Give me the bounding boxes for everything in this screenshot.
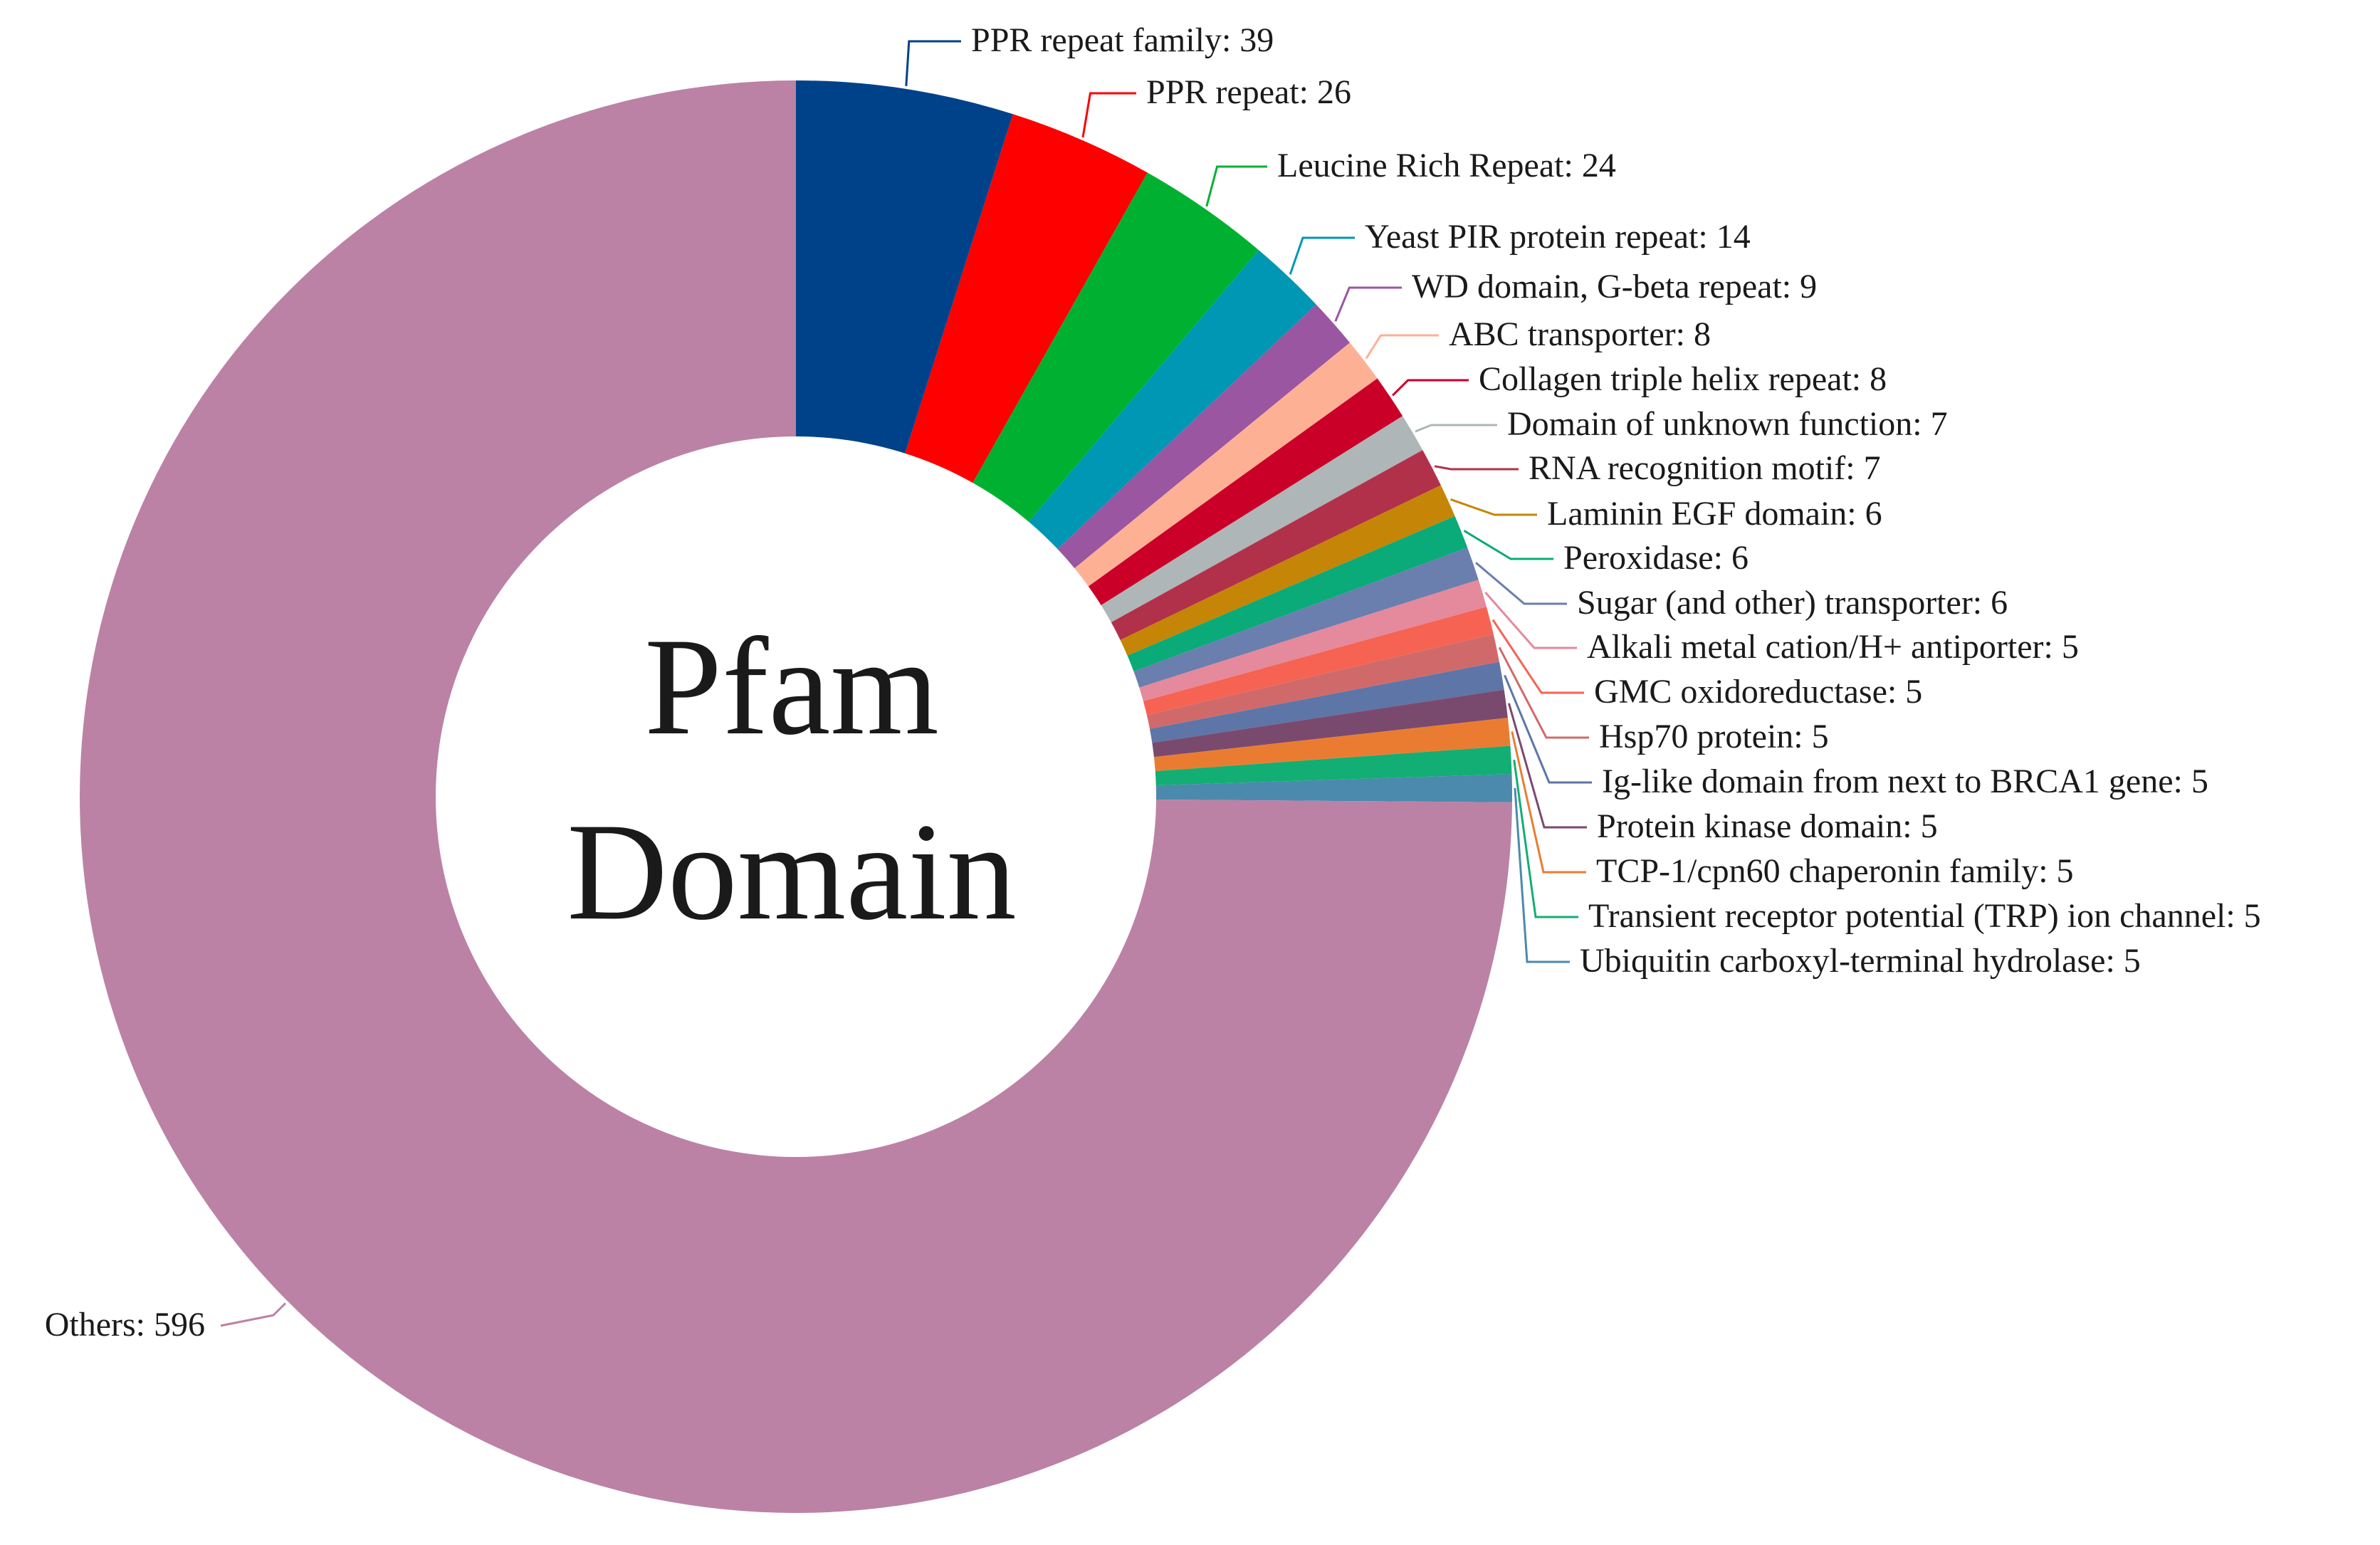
slice-label-ubiquitin-carboxyl-terminal-hydrolase: Ubiquitin carboxyl-terminal hydrolase: 5 <box>1580 942 2141 980</box>
slice-label-yeast-pir-protein-repeat: Yeast PIR protein repeat: 14 <box>1365 218 1751 256</box>
leader-lines-layer <box>220 40 1592 1327</box>
slice-label-rna-recognition-motif: RNA recognition motif: 7 <box>1529 449 1881 487</box>
slice-label-peroxidase: Peroxidase: 6 <box>1563 539 1749 577</box>
slice-label-gmc-oxidoreductase: GMC oxidoreductase: 5 <box>1594 673 1922 711</box>
leader-line-peroxidase <box>1463 530 1553 560</box>
leader-line-laminin-egf-domain <box>1450 498 1537 516</box>
leader-line-ubiquitin-carboxyl-terminal-hydrolase <box>1514 787 1570 963</box>
slice-label-ppr-repeat: PPR repeat: 26 <box>1146 73 1351 111</box>
donut-hole <box>436 436 1156 1157</box>
leader-line-protein-kinase-domain <box>1507 703 1587 829</box>
slice-labels-layer: PPR repeat family: 39 PPR repeat: 26 Leuci… <box>45 21 2261 1344</box>
leader-line-tcp-1-cpn60-chaperonin-family <box>1511 731 1586 874</box>
slice-label-transient-receptor-potential-trp-ion-channel: Transient receptor potential (TRP) ion c… <box>1588 897 2261 935</box>
leader-line-hsp70-protein <box>1498 646 1589 739</box>
leader-line-sugar-and-other-transporter <box>1475 562 1567 605</box>
leader-line-collagen-triple-helix-repeat <box>1392 379 1469 397</box>
slice-label-hsp70-protein: Hsp70 protein: 5 <box>1599 718 1829 755</box>
slice-label-alkali-metal-cation-h-antiporter: Alkali metal cation/H+ antiporter: 5 <box>1587 628 2079 666</box>
slice-label-ig-like-domain-from-next-to-brca1-gene: Ig-like domain from next to BRCA1 gene: … <box>1602 763 2208 800</box>
leader-line-domain-of-unknown-function <box>1415 424 1497 433</box>
leader-line-alkali-metal-cation-h-antiporter <box>1484 592 1577 649</box>
leader-line-wd-domain-g-beta-repeat <box>1334 286 1402 322</box>
slice-label-wd-domain-g-beta-repeat: WD domain, G-beta repeat: 9 <box>1412 268 1817 305</box>
leader-line-ppr-repeat-family <box>905 40 961 86</box>
leader-line-transient-receptor-potential-trp-ion-channel <box>1513 759 1578 918</box>
slice-label-collagen-triple-helix-repeat: Collagen triple helix repeat: 8 <box>1479 360 1887 398</box>
slice-label-leucine-rich-repeat: Leucine Rich Repeat: 24 <box>1277 147 1616 184</box>
slice-label-laminin-egf-domain: Laminin EGF domain: 6 <box>1547 495 1882 533</box>
slice-label-sugar-and-other-transporter: Sugar (and other) transporter: 6 <box>1577 584 2008 622</box>
leader-line-ppr-repeat <box>1081 92 1136 138</box>
slice-label-abc-transporter: ABC transporter: 8 <box>1449 315 1711 353</box>
slice-label-ppr-repeat-family: PPR repeat family: 39 <box>971 21 1274 59</box>
slice-label-tcp-1-cpn60-chaperonin-family: TCP-1/cpn60 chaperonin family: 5 <box>1596 852 2074 890</box>
slice-label-others: Others: 596 <box>45 1306 205 1344</box>
slice-others <box>80 80 1513 1513</box>
leader-line-ig-like-domain-from-next-to-brca1-gene <box>1504 674 1592 784</box>
slice-label-protein-kinase-domain: Protein kinase domain: 5 <box>1597 807 1938 845</box>
center-label-line-2: Domain <box>567 795 1016 949</box>
leader-line-yeast-pir-protein-repeat <box>1289 236 1355 275</box>
leader-line-abc-transporter <box>1365 334 1439 360</box>
leader-line-rna-recognition-motif <box>1434 465 1519 471</box>
slice-label-domain-of-unknown-function: Domain of unknown function: 7 <box>1507 405 1948 443</box>
center-label-line-1: Pfam <box>644 609 939 764</box>
leader-line-leucine-rich-repeat <box>1205 165 1267 207</box>
leader-line-others <box>220 1302 287 1327</box>
leader-line-gmc-oxidoreductase <box>1492 619 1584 694</box>
